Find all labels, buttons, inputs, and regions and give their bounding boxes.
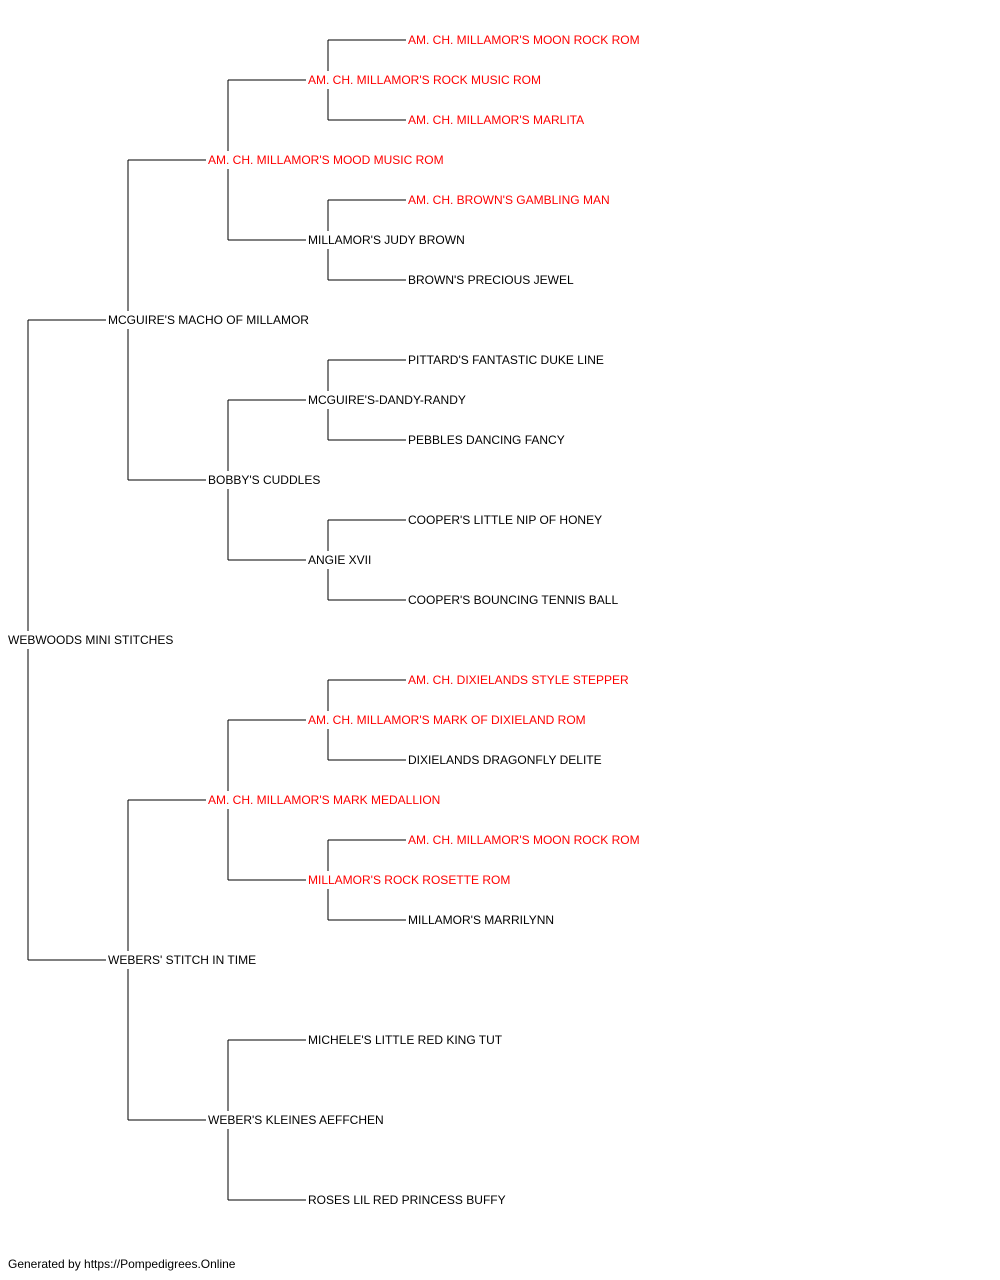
dog-sire-sire-dam-sire: AM. CH. BROWN'S GAMBLING MAN — [408, 193, 610, 207]
dog-subject: WEBWOODS MINI STITCHES — [8, 633, 173, 647]
dog-sire-dam: BOBBY'S CUDDLES — [208, 473, 320, 487]
dog-dam-dam-sire: MICHELE'S LITTLE RED KING TUT — [308, 1033, 503, 1047]
dog-sire-sire-sire: AM. CH. MILLAMOR'S ROCK MUSIC ROM — [308, 73, 541, 87]
dog-sire-dam-dam-sire: COOPER'S LITTLE NIP OF HONEY — [408, 513, 602, 527]
dog-sire-sire-sire-dam: AM. CH. MILLAMOR'S MARLITA — [408, 113, 584, 127]
dog-dam: WEBERS' STITCH IN TIME — [108, 953, 256, 967]
dog-sire-sire: AM. CH. MILLAMOR'S MOOD MUSIC ROM — [208, 153, 444, 167]
dog-sire-dam-dam-dam: COOPER'S BOUNCING TENNIS BALL — [408, 593, 618, 607]
dog-dam-sire-sire-dam: DIXIELANDS DRAGONFLY DELITE — [408, 753, 602, 767]
dog-dam-sire-dam-sire: AM. CH. MILLAMOR'S MOON ROCK ROM — [408, 833, 640, 847]
dog-dam-sire-dam-dam: MILLAMOR'S MARRILYNN — [408, 913, 554, 927]
dog-dam-sire-dam: MILLAMOR'S ROCK ROSETTE ROM — [308, 873, 510, 887]
dog-sire-sire-sire-sire: AM. CH. MILLAMOR'S MOON ROCK ROM — [408, 33, 640, 47]
dog-sire-dam-sire-sire: PITTARD'S FANTASTIC DUKE LINE — [408, 353, 604, 367]
dog-dam-sire-sire-sire: AM. CH. DIXIELANDS STYLE STEPPER — [408, 673, 629, 687]
dog-dam-sire: AM. CH. MILLAMOR'S MARK MEDALLION — [208, 793, 440, 807]
dog-dam-dam-dam: ROSES LIL RED PRINCESS BUFFY — [308, 1193, 506, 1207]
dog-sire-dam-sire: MCGUIRE'S-DANDY-RANDY — [308, 393, 466, 407]
dog-sire: MCGUIRE'S MACHO OF MILLAMOR — [108, 313, 309, 327]
footer-credit: Generated by https://Pompedigrees.Online — [8, 1257, 236, 1271]
dog-sire-dam-sire-dam: PEBBLES DANCING FANCY — [408, 433, 565, 447]
dog-dam-dam: WEBER'S KLEINES AEFFCHEN — [208, 1113, 384, 1127]
dog-sire-sire-dam: MILLAMOR'S JUDY BROWN — [308, 233, 465, 247]
dog-dam-sire-sire: AM. CH. MILLAMOR'S MARK OF DIXIELAND ROM — [308, 713, 586, 727]
dog-sire-sire-dam-dam: BROWN'S PRECIOUS JEWEL — [408, 273, 574, 287]
dog-sire-dam-dam: ANGIE XVII — [308, 553, 371, 567]
